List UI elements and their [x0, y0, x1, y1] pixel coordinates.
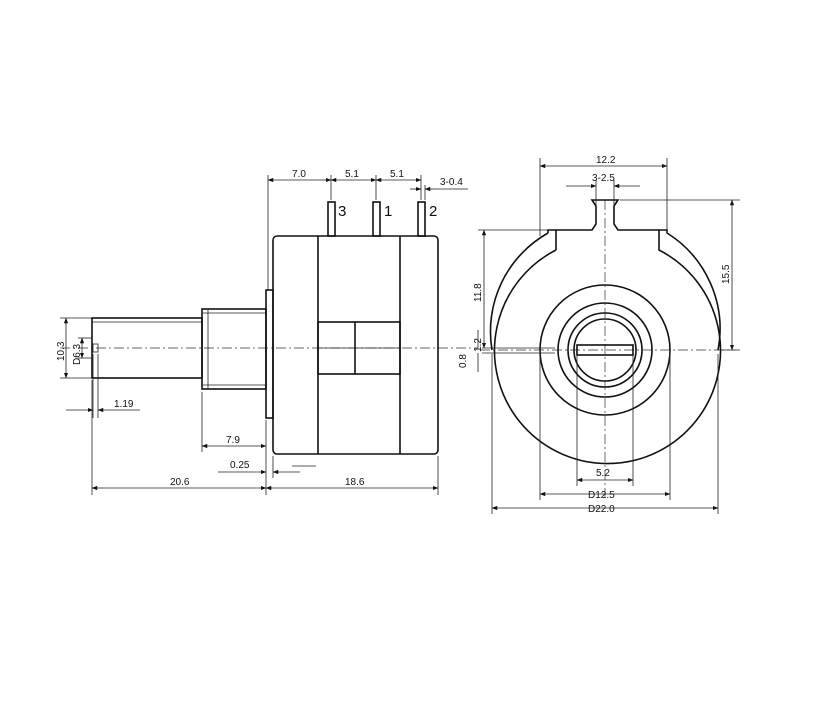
body — [272, 235, 439, 455]
shaft-flat-mark — [92, 343, 99, 353]
dim-20-6: 20.6 — [170, 477, 190, 488]
terminal-1 — [372, 201, 381, 237]
bushing-circle-mid — [557, 302, 653, 398]
shaft-slot — [576, 344, 634, 356]
dim-d6-3: D6.3 — [72, 343, 83, 365]
dim-5-1-a: 5.1 — [345, 169, 359, 180]
dim-0-8: 0.8 — [458, 354, 469, 368]
front-top-tab — [556, 199, 659, 231]
dim-d22-0: D22.0 — [588, 504, 615, 515]
shaft-circle-outer — [567, 312, 643, 388]
dim-15-5: 15.5 — [721, 264, 732, 284]
dim-7-0: 7.0 — [292, 169, 306, 180]
pin-1-label: 1 — [384, 203, 392, 220]
dim-1-19: 1.19 — [114, 399, 134, 410]
dim-5-2: 5.2 — [596, 468, 610, 479]
bushing — [201, 308, 267, 390]
dim-3-0-4: 3-0.4 — [440, 177, 463, 188]
dim-3-2-5: 3-2.5 — [592, 173, 615, 184]
side-view: 3 1 2 7.0 5.1 5.1 3-0.4 10.3 D6.3 1.19 — [56, 169, 478, 495]
dim-18-6: 18.6 — [345, 477, 365, 488]
terminal-3 — [327, 201, 336, 237]
front-view: 12.2 3-2.5 15.5 11.8 1.2 0.8 5.2 D12.5 — [458, 155, 740, 515]
terminal-2 — [417, 201, 426, 237]
dim-11-8: 11.8 — [473, 283, 484, 302]
pin-3-label: 3 — [338, 203, 346, 220]
dim-10-3: 10.3 — [56, 341, 67, 361]
flange — [265, 289, 274, 419]
dim-12-2: 12.2 — [596, 155, 616, 166]
pin-2-label: 2 — [429, 203, 437, 220]
dim-7-9: 7.9 — [226, 435, 240, 446]
dim-0-25: 0.25 — [230, 460, 250, 471]
front-body-outline — [493, 229, 722, 465]
dim-5-1-b: 5.1 — [390, 169, 404, 180]
dim-1-2: 1.2 — [473, 338, 484, 352]
shaft-circle-inner — [573, 318, 637, 382]
dim-d12-5: D12.5 — [588, 490, 615, 501]
